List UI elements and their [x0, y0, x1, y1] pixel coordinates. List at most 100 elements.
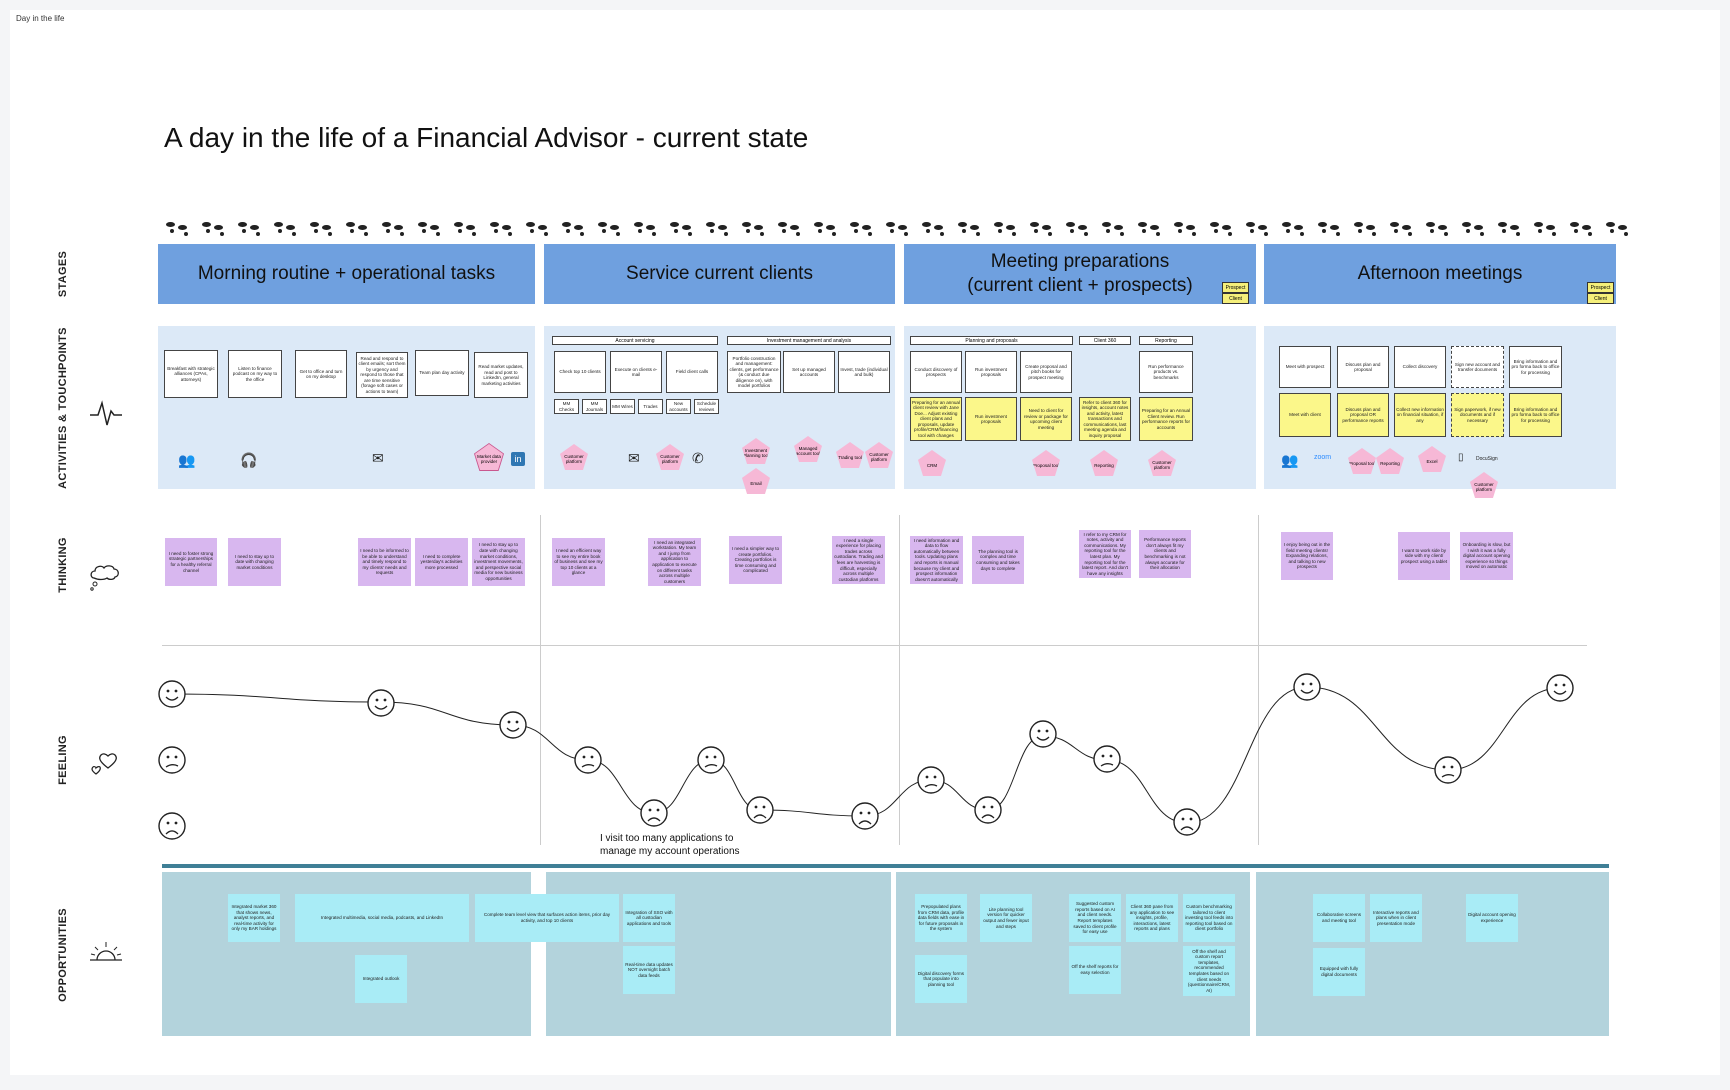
activity-card-client: Sign paperwork, if new documents and if … [1451, 393, 1504, 437]
footprint-icon [598, 222, 622, 236]
section-separator [162, 864, 1609, 868]
thinking-note: I need to foster strong strategic partne… [165, 538, 217, 586]
footprint-icon [1570, 222, 1594, 236]
feeling-face-icon [499, 711, 527, 739]
activity-card: Create proposal and pitch books for pros… [1020, 351, 1072, 393]
activity-card: Invest, trade (individual and bulk) [838, 351, 890, 393]
feeling-face-icon [1293, 673, 1321, 701]
footprint-icon [742, 222, 766, 236]
activity-card: Collect discovery [1394, 346, 1446, 388]
thinking-note: I enjoy being out in the field meeting c… [1281, 532, 1333, 580]
footprint-icon [238, 222, 262, 236]
group-header: Reporting [1139, 336, 1193, 345]
opportunity-note: Collaborative screens and meeting tool [1313, 894, 1365, 942]
feeling-face-icon [917, 766, 945, 794]
opportunity-note: Real-time data updates NOT overnight bat… [623, 946, 675, 994]
feeling-face-icon [1093, 745, 1121, 773]
group-header: Client 360 [1079, 336, 1131, 345]
footprint-icon [454, 222, 478, 236]
activity-card-client: Need to client for review or package for… [1020, 397, 1072, 441]
activity-card-client: Discuss plan and proposal OR performance… [1337, 393, 1389, 437]
activity-card: Read and respond to client emails; sort … [356, 352, 408, 398]
thinking-note: I refer to my CRM for notes, activity an… [1079, 530, 1131, 578]
opportunity-note: Integrated outlook [355, 955, 407, 1003]
footprint-icon [850, 222, 874, 236]
footprint-icon [382, 222, 406, 236]
activity-card: Set up managed accounts [783, 351, 835, 393]
footprint-icon [526, 222, 550, 236]
stage-service-clients: Service current clients [544, 244, 895, 304]
opportunities-band-afternoon [1256, 872, 1609, 1036]
opportunity-note: Complete team level view that surfaces a… [475, 894, 619, 942]
activity-card: New accounts [666, 399, 691, 414]
thinking-note: I need information and data to flow auto… [910, 536, 963, 584]
activity-card-client: Refer to client 360 for insights, accoun… [1079, 397, 1131, 441]
thinking-note: Onboarding is slow, but I wish it was a … [1460, 532, 1513, 580]
activity-card: Run performance products vs. benchmarks [1139, 351, 1193, 393]
activity-card: Breakfast with strategic alliances (CPAs… [164, 350, 218, 398]
activity-card: Conduct discovery of prospects [910, 351, 962, 393]
scale-happy-face-icon [158, 680, 186, 708]
docusign-logo-icon: DocuSign [1476, 456, 1498, 462]
opportunity-note: Off the shelf and custom report template… [1183, 946, 1235, 996]
opportunity-note: Digital account opening experience [1466, 894, 1518, 942]
activity-card: Run investment proposals [965, 351, 1017, 393]
activity-card: MM Wires [610, 399, 635, 414]
footprint-icon [634, 222, 658, 236]
group-header: Account servicing [552, 336, 718, 345]
opportunity-note: Equipped with fully digital documents [1313, 948, 1365, 996]
feeling-face-icon [1434, 756, 1462, 784]
thinking-note: I need to stay up to date with changing … [228, 538, 281, 586]
activity-card-client: Preparing for an Annual Client review. R… [1139, 397, 1193, 441]
activity-card: Bring information and pro forma back to … [1509, 346, 1562, 388]
activity-card: Execute on clients e-mail [610, 351, 662, 393]
footprint-icon [1390, 222, 1414, 236]
activity-card: Trades [638, 399, 663, 414]
activity-card: Field client calls [666, 351, 718, 393]
meeting-people-icon: 👥 [1281, 452, 1299, 468]
linkedin-icon: in [511, 452, 525, 466]
activity-card-client: Preparing for an annual client review wi… [910, 397, 962, 441]
footprint-icon [1210, 222, 1234, 236]
group-header: Investment management and analysis [727, 336, 891, 345]
opportunity-note: Integration of SSO with all custodian ap… [623, 894, 675, 942]
footprint-icon [1174, 222, 1198, 236]
legend-tag-client: Client [1222, 293, 1249, 304]
activity-card: Get to office and turn on my desktop [295, 350, 347, 398]
activity-card: Schedule reviews [694, 399, 719, 414]
sunrise-icon [90, 942, 122, 961]
thinking-note: I need a single experience for placing t… [832, 536, 885, 584]
feeling-face-icon [1546, 674, 1574, 702]
thinking-note: I need an efficient way to see my entire… [552, 538, 605, 586]
activity-card-client: Collect new information on financial sit… [1394, 393, 1446, 437]
footprint-icon [202, 222, 226, 236]
footprint-icon [1282, 222, 1306, 236]
opportunity-note: Digital discovery forms that populate in… [915, 955, 967, 1003]
footprint-icon [814, 222, 838, 236]
footprint-icon [310, 222, 334, 236]
footprint-icon [562, 222, 586, 236]
footprint-icon [994, 222, 1018, 236]
activity-card: Meet with prospect [1279, 346, 1331, 388]
zoom-logo-icon: zoom [1314, 454, 1332, 461]
feeling-callout: I visit too many applications to manage … [600, 833, 740, 857]
thinking-note: I need to be informed to be able to unde… [358, 538, 411, 586]
footprint-icon [778, 222, 802, 236]
footprint-icon [1066, 222, 1090, 236]
activity-card: Portfolio construction and management: c… [727, 351, 781, 393]
thinking-note: I need to stay up to date with changing … [472, 538, 525, 586]
footprint-icon [886, 222, 910, 236]
scale-neutral-face-icon [158, 746, 186, 774]
legend-tag-prospect: Prospect [1222, 282, 1249, 293]
footprint-icon [1030, 222, 1054, 236]
footprint-icon [1354, 222, 1378, 236]
stage-morning-routine: Morning routine + operational tasks [158, 244, 535, 304]
footprint-icon [1498, 222, 1522, 236]
meeting-people-icon: 👥 [178, 452, 196, 468]
stage-afternoon-meetings: Afternoon meetings [1264, 244, 1616, 304]
opportunity-note: Prepopulated plans from CRM data, profil… [915, 894, 967, 942]
opportunity-note: Integrated market 360 that shows news, a… [228, 894, 280, 942]
opportunity-note: Integrated multimedia, social media, pod… [295, 894, 469, 942]
footprint-icon [490, 222, 514, 236]
